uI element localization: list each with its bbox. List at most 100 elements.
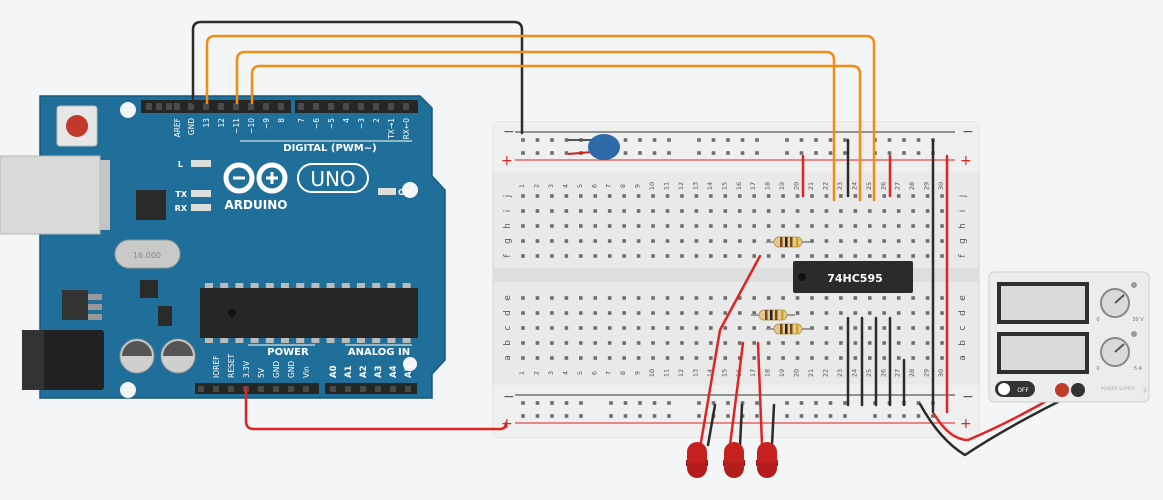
- breadboard-hole[interactable]: [925, 296, 930, 300]
- breadboard-hole[interactable]: [925, 311, 930, 315]
- breadboard-hole[interactable]: [680, 239, 684, 243]
- breadboard-hole[interactable]: [810, 296, 814, 300]
- rail-hole-plus-top[interactable]: [828, 151, 833, 155]
- rail-hole-minus-bottom[interactable]: [623, 401, 628, 405]
- breadboard-hole[interactable]: [882, 341, 887, 345]
- rail-hole-minus-top[interactable]: [667, 138, 671, 142]
- breadboard-hole[interactable]: [535, 311, 540, 315]
- breadboard-hole[interactable]: [723, 311, 728, 315]
- wire-led3-black[interactable]: [770, 403, 776, 447]
- rail-hole-minus-bottom[interactable]: [697, 401, 701, 405]
- breadboard-hole[interactable]: [824, 326, 829, 330]
- breadboard-hole[interactable]: [795, 296, 800, 300]
- arduino-headers[interactable]: [141, 100, 418, 394]
- breadboard-hole[interactable]: [651, 326, 655, 330]
- breadboard-hole[interactable]: [709, 296, 713, 300]
- breadboard-hole[interactable]: [752, 341, 756, 345]
- breadboard-hole[interactable]: [521, 254, 525, 258]
- breadboard-hole[interactable]: [709, 311, 713, 315]
- breadboard-hole[interactable]: [680, 341, 684, 345]
- breadboard-hole[interactable]: [694, 356, 699, 360]
- rail-hole-minus-bottom[interactable]: [843, 401, 847, 405]
- breadboard-hole[interactable]: [622, 326, 626, 330]
- breadboard-hole[interactable]: [535, 224, 540, 228]
- breadboard-hole[interactable]: [752, 239, 756, 243]
- breadboard-hole[interactable]: [766, 254, 771, 258]
- breadboard-hole[interactable]: [940, 326, 944, 330]
- breadboard-hole[interactable]: [882, 326, 887, 330]
- breadboard-hole[interactable]: [795, 341, 800, 345]
- rail-hole-minus-top[interactable]: [550, 138, 554, 142]
- header-socket[interactable]: [330, 386, 336, 392]
- rail-hole-minus-top[interactable]: [521, 138, 525, 142]
- breadboard-hole[interactable]: [882, 254, 887, 258]
- breadboard-hole[interactable]: [882, 239, 887, 243]
- breadboard-hole[interactable]: [810, 209, 814, 213]
- breadboard-hole[interactable]: [593, 326, 598, 330]
- breadboard-hole[interactable]: [925, 239, 930, 243]
- breadboard-hole[interactable]: [868, 254, 872, 258]
- breadboard-hole[interactable]: [766, 296, 771, 300]
- breadboard-hole[interactable]: [665, 341, 670, 345]
- breadboard-hole[interactable]: [521, 356, 525, 360]
- wire-gnd-black[interactable]: [191, 20, 524, 135]
- rail-hole-plus-bottom[interactable]: [828, 414, 833, 418]
- breadboard-hole[interactable]: [521, 209, 525, 213]
- breadboard-hole[interactable]: [925, 326, 930, 330]
- breadboard-hole[interactable]: [940, 209, 944, 213]
- header-socket[interactable]: [358, 103, 364, 110]
- header-socket[interactable]: [313, 103, 319, 110]
- breadboard-hole[interactable]: [579, 224, 583, 228]
- breadboard-hole[interactable]: [868, 356, 872, 360]
- breadboard-hole[interactable]: [550, 209, 554, 213]
- breadboard-hole[interactable]: [579, 356, 583, 360]
- breadboard-hole[interactable]: [766, 224, 771, 228]
- breadboard-hole[interactable]: [550, 296, 554, 300]
- breadboard-hole[interactable]: [737, 311, 742, 315]
- breadboard-hole[interactable]: [853, 194, 858, 198]
- breadboard-hole[interactable]: [896, 296, 901, 300]
- breadboard-hole[interactable]: [839, 254, 843, 258]
- breadboard-hole[interactable]: [795, 224, 800, 228]
- breadboard-hole[interactable]: [853, 239, 858, 243]
- breadboard-hole[interactable]: [853, 209, 858, 213]
- breadboard-hole[interactable]: [781, 194, 785, 198]
- breadboard-hole[interactable]: [824, 341, 829, 345]
- breadboard-hole[interactable]: [622, 254, 626, 258]
- breadboard-hole[interactable]: [564, 326, 569, 330]
- wire-led3-red[interactable]: [756, 341, 764, 447]
- breadboard-hole[interactable]: [752, 254, 756, 258]
- rail-hole-plus-top[interactable]: [652, 151, 657, 155]
- breadboard-hole[interactable]: [564, 254, 569, 258]
- rail-hole-minus-bottom[interactable]: [726, 401, 730, 405]
- breadboard-hole[interactable]: [824, 356, 829, 360]
- led-2[interactable]: [723, 442, 745, 478]
- rail-hole-minus-bottom[interactable]: [638, 401, 642, 405]
- breadboard-hole[interactable]: [911, 356, 915, 360]
- breadboard-hole[interactable]: [680, 194, 684, 198]
- rail-hole-plus-top[interactable]: [755, 151, 759, 155]
- rail-hole-minus-bottom[interactable]: [916, 401, 921, 405]
- breadboard-hole[interactable]: [651, 239, 655, 243]
- breadboard-hole[interactable]: [868, 341, 872, 345]
- breadboard-hole[interactable]: [723, 254, 728, 258]
- breadboard-hole[interactable]: [839, 311, 843, 315]
- header-socket[interactable]: [343, 103, 349, 110]
- breadboard-hole[interactable]: [607, 209, 612, 213]
- rail-hole-minus-bottom[interactable]: [828, 401, 833, 405]
- breadboard-hole[interactable]: [636, 311, 641, 315]
- wire-psu-black[interactable]: [918, 390, 1080, 457]
- breadboard-hole[interactable]: [535, 254, 540, 258]
- rail-hole-plus-bottom[interactable]: [931, 414, 935, 418]
- rail-hole-minus-bottom[interactable]: [667, 401, 671, 405]
- rail-hole-plus-top[interactable]: [814, 151, 818, 155]
- breadboard-hole[interactable]: [839, 341, 843, 345]
- breadboard-hole[interactable]: [564, 224, 569, 228]
- breadboard-hole[interactable]: [795, 194, 800, 198]
- breadboard-hole[interactable]: [882, 311, 887, 315]
- breadboard-hole[interactable]: [564, 341, 569, 345]
- breadboard-hole[interactable]: [925, 224, 930, 228]
- breadboard-hole[interactable]: [868, 209, 872, 213]
- rail-hole-minus-bottom[interactable]: [799, 401, 804, 405]
- rail-hole-minus-top[interactable]: [564, 138, 569, 142]
